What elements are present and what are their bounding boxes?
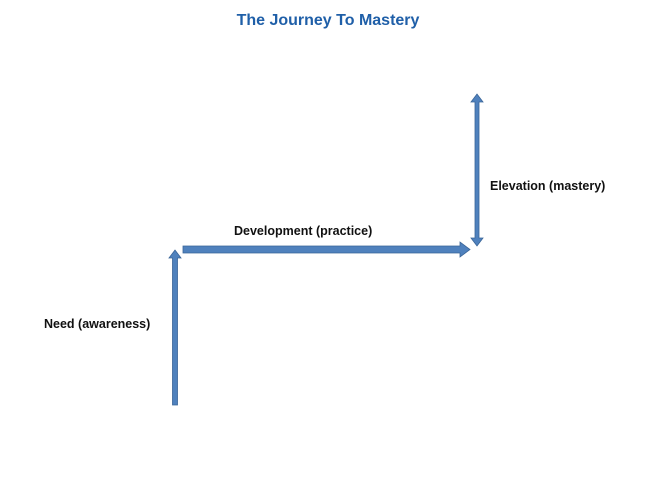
diagram-title: The Journey To Mastery xyxy=(236,12,420,29)
need-arrow xyxy=(168,249,182,406)
need-label: Need (awareness) xyxy=(44,317,151,331)
development-arrow xyxy=(182,241,471,258)
development-label: Development (practice) xyxy=(234,224,373,238)
elevation-label: Elevation (mastery) xyxy=(490,179,606,193)
elevation-arrow xyxy=(470,93,484,247)
